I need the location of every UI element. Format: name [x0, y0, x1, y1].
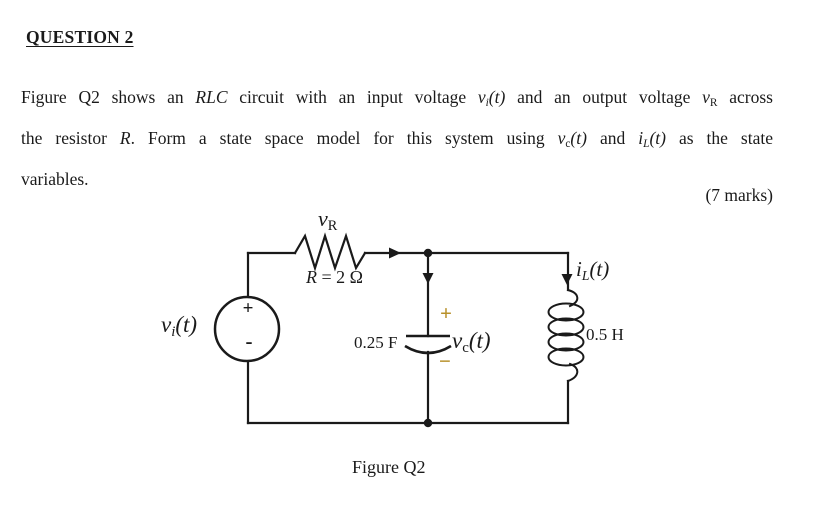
question-line-1: Figure Q2 shows an RLC circuit with an i… [21, 80, 773, 121]
text-segment: (t) [570, 128, 587, 149]
vc-label: vc(t) [452, 329, 491, 356]
capacitor-plus-sign: + [440, 301, 452, 325]
text-segment: i [576, 257, 582, 281]
text-segment: R [327, 218, 338, 234]
text-segment: R [119, 128, 131, 149]
il-label: iL(t) [576, 257, 610, 283]
capacitor-plate-bottom [404, 344, 452, 355]
capacitor-minus-sign: − [439, 349, 451, 373]
source-plus-sign: + [242, 298, 254, 319]
text-segment: (t) [468, 328, 491, 353]
text-segment: as the state [665, 128, 773, 149]
text-segment: (t) [649, 128, 666, 149]
text-segment: v [477, 87, 486, 107]
text-segment: = 2 Ω [317, 267, 364, 287]
text-segment: across [717, 87, 773, 107]
text-segment: L [581, 267, 590, 283]
capacitor-value-label: 0.25 F [354, 333, 398, 352]
current-arrow-inductor [561, 274, 573, 285]
inductor-value-label: 0.5 H [586, 325, 624, 344]
source-minus-sign: - [245, 329, 253, 353]
current-arrow-right [389, 247, 401, 259]
text-segment: RLC [195, 87, 228, 107]
text-segment: v [702, 87, 710, 107]
text-segment: and an output voltage [505, 87, 703, 107]
text-segment: v [452, 328, 463, 353]
text-segment: variables. [21, 169, 89, 190]
junction-dot-top [423, 248, 433, 258]
text-segment: v [161, 312, 172, 337]
figure-caption: Figure Q2 [352, 457, 426, 477]
text-segment: (t) [488, 87, 506, 107]
text-segment: v [318, 206, 328, 231]
text-segment: and [586, 128, 639, 149]
source-label: vi(t) [161, 313, 197, 340]
resistor-value-label: R = 2 Ω [306, 268, 363, 286]
text-segment: the resistor [21, 128, 120, 149]
text-segment: i [485, 97, 489, 110]
question-text: Figure Q2 shows an RLC circuit with an i… [21, 80, 773, 197]
text-segment: circuit with an input voltage [227, 87, 478, 107]
text-segment: i [171, 324, 176, 341]
text-segment: R [306, 267, 317, 287]
text-segment: v [557, 128, 566, 149]
question-heading: QUESTION 2 [26, 27, 134, 47]
inductor-hook-bottom [566, 362, 579, 383]
question-line-2: the resistor R. Form a state space model… [21, 121, 773, 162]
text-segment: c [565, 138, 571, 151]
text-segment: R [709, 97, 718, 110]
text-segment: Figure Q2 shows an [21, 87, 196, 107]
inductor-symbol [547, 302, 585, 367]
text-segment: i [638, 128, 644, 149]
junction-dot-bottom [423, 418, 433, 428]
text-segment: c [462, 340, 469, 357]
marks-label: (7 marks) [705, 185, 773, 205]
text-segment: . Form a state space model for this syst… [130, 128, 558, 149]
voltage-source-symbol [213, 295, 281, 363]
resistor-symbol [293, 232, 367, 272]
text-segment: L [643, 138, 650, 151]
question-line-3: variables. [21, 162, 773, 197]
text-segment: (t) [589, 257, 610, 281]
text-segment: (t) [175, 312, 198, 337]
vr-label: vR [318, 206, 338, 234]
current-arrow-capacitor [422, 273, 434, 284]
